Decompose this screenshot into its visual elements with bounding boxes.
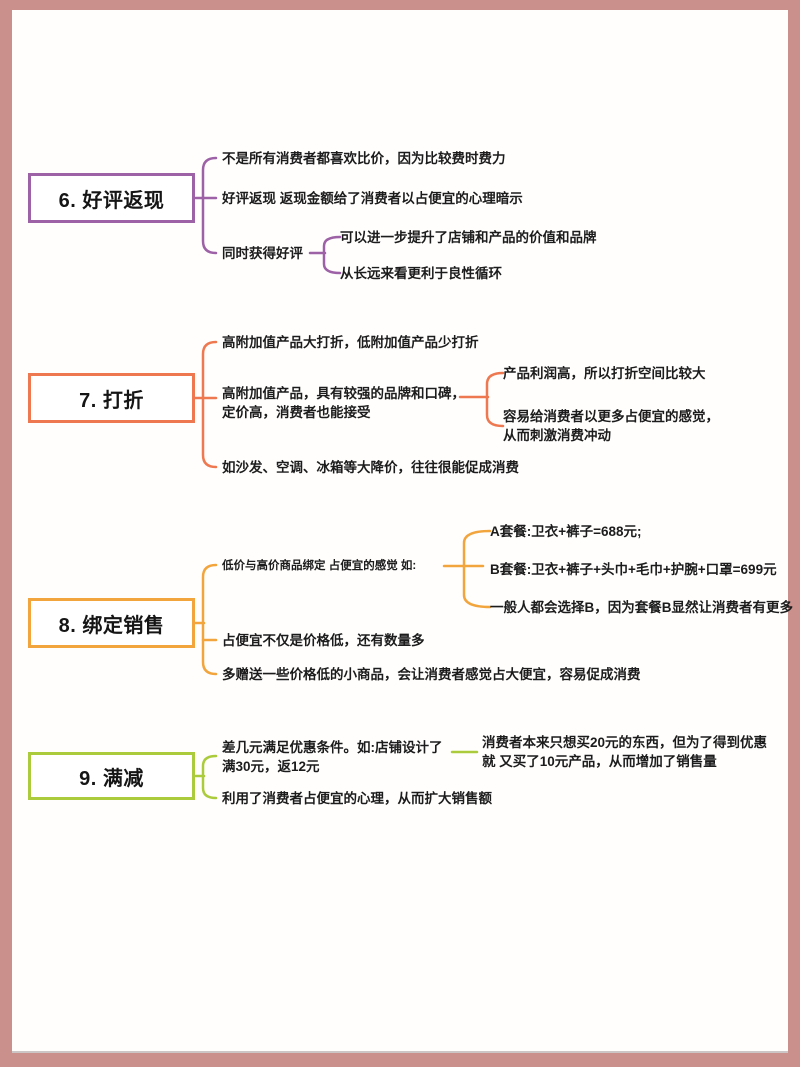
node-label: 高附加值产品大打折，低附加值产品少打折 <box>222 335 479 350</box>
topic-box-bundle-selling: 8. 绑定销售 <box>28 598 195 648</box>
node-label: 消费者本来只想买20元的东西，但为了得到优惠 就 又买了10元产品，从而增加了销… <box>482 735 768 769</box>
node-label: 一般人都会选择B，因为套餐B显然让消费者有更多 <box>490 600 793 615</box>
node-label: 差几元满足优惠条件。如:店铺设计了 满30元，返12元 <box>222 740 443 774</box>
node-label: A套餐:卫衣+裤子=688元; <box>490 524 642 539</box>
node-label: 从长远来看更利于良性循环 <box>340 266 502 281</box>
node-label: 利用了消费者占便宜的心理，从而扩大销售额 <box>222 791 492 806</box>
node-label: 产品利润高，所以打折空间比较大 <box>503 366 706 381</box>
node-label: 同时获得好评 <box>222 246 303 261</box>
node-label: 占便宜不仅是价格低，还有数量多 <box>222 633 425 648</box>
node-label: 好评返现 返现金额给了消费者以占便宜的心理暗示 <box>222 191 523 206</box>
node-label: B套餐:卫衣+裤子+头巾+毛巾+护腕+口罩=699元 <box>490 562 777 577</box>
node-label: 如沙发、空调、冰箱等大降价，往往很能促成消费 <box>222 460 519 475</box>
node-label: 高附加值产品，具有较强的品牌和口碑， 定价高，消费者也能接受 <box>222 386 465 420</box>
node-label: 容易给消费者以更多占便宜的感觉， 从而刺激消费冲动 <box>503 409 719 443</box>
topic-box-review-cashback: 6. 好评返现 <box>28 173 195 223</box>
topic-box-discount: 7. 打折 <box>28 373 195 423</box>
node-label: 多赠送一些价格低的小商品，会让消费者感觉占大便宜，容易促成消费 <box>222 667 641 682</box>
topic-box-spend-and-save: 9. 满减 <box>28 752 195 800</box>
node-label: 低价与高价商品绑定 占便宜的感觉 如: <box>222 560 417 572</box>
node-label: 不是所有消费者都喜欢比价，因为比较费时费力 <box>222 151 506 166</box>
node-label: 可以进一步提升了店铺和产品的价值和品牌 <box>340 230 597 245</box>
